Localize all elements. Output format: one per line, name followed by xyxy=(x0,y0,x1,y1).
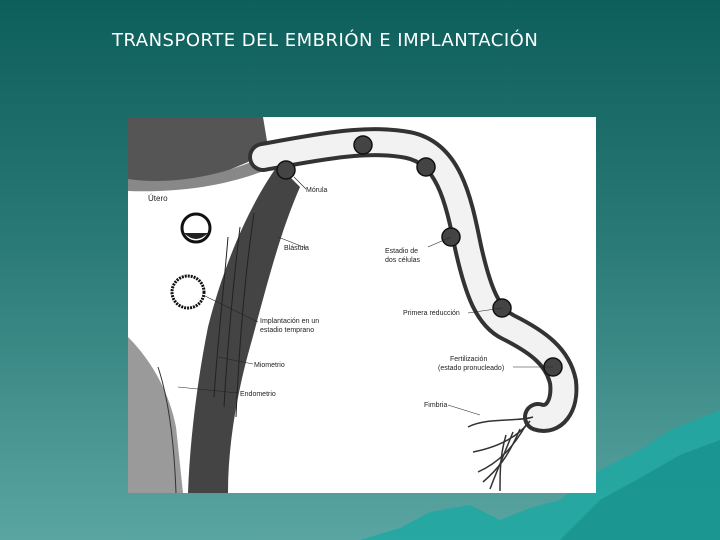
label-myometrium: Miometrio xyxy=(254,362,285,369)
embryo-stage-2 xyxy=(353,135,373,155)
label-blastula: Blástula xyxy=(284,245,309,252)
embryo-stage-3 xyxy=(416,157,436,177)
leader-two-cell xyxy=(427,236,452,248)
fallopian-tube-lumen xyxy=(252,131,575,429)
label-two-cell-line2: dos células xyxy=(385,257,421,264)
endometrium-layer xyxy=(128,337,183,493)
leader-first-reduction xyxy=(467,307,503,314)
leader-myometrium xyxy=(217,356,254,365)
embryo-stages xyxy=(276,135,563,377)
label-first-reduction: Primera reducción xyxy=(403,310,460,317)
label-endometrium: Endometrio xyxy=(240,391,276,398)
leader-blastula xyxy=(277,236,307,249)
label-implantation-line1: Implantación en un xyxy=(260,318,319,325)
label-morula: Mórula xyxy=(306,187,328,194)
label-two-cell-line1: Estadio de xyxy=(385,248,418,255)
mountain-shape-shadow xyxy=(560,440,720,540)
embryo-transport-diagram: Útero Mórula Blástula Estadio de dos cél… xyxy=(128,117,579,493)
uterine-wall xyxy=(188,165,300,493)
leader-morula xyxy=(293,176,307,190)
blastula-inner-mass xyxy=(184,233,208,239)
fallopian-tube-wall xyxy=(248,127,579,433)
uterus-top-lining xyxy=(128,159,278,192)
label-fertilization-line2: (estado pronucleado) xyxy=(438,365,504,372)
leader-fimbria xyxy=(447,404,481,416)
label-implantation-line2: estadio temprano xyxy=(260,327,314,334)
uterus-top-tissue xyxy=(128,117,268,185)
myometrium-texture xyxy=(213,212,255,418)
slide-title: TRANSPORTE DEL EMBRIÓN E IMPLANTACIÓN xyxy=(112,30,539,51)
label-utero: Útero xyxy=(148,194,168,203)
label-fimbria: Fimbria xyxy=(424,402,447,409)
diagram-figure: Útero Mórula Blástula Estadio de dos cél… xyxy=(128,117,596,493)
leader-implantation xyxy=(202,294,259,323)
leader-endometrium xyxy=(177,386,239,394)
endometrium-texture xyxy=(157,366,177,493)
embryo-morula xyxy=(276,160,296,180)
label-fertilization-line1: Fertilización xyxy=(450,356,487,363)
blastula-implanting xyxy=(170,274,206,310)
fimbria xyxy=(467,416,534,492)
